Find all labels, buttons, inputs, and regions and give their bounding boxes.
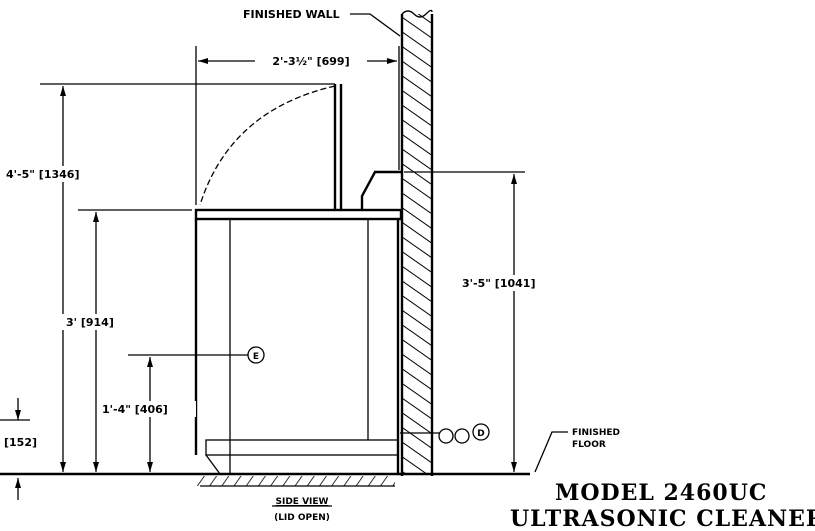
- cleaner-cabinet: [194, 84, 440, 475]
- callout-e: E: [253, 352, 259, 362]
- height-back-text: 3'-5" [1041]: [462, 277, 535, 290]
- title-block: MODEL 2460UC ULTRASONIC CLEANER: [510, 480, 815, 531]
- height-counter-text: 3' [914]: [66, 316, 114, 329]
- height-counter-dimension: 3' [914]: [62, 209, 192, 472]
- height-connection-text: 1'-4" [406]: [102, 403, 168, 416]
- finished-wall-label: FINISHED WALL: [243, 8, 340, 21]
- leg-height-dimension: [152]: [0, 398, 37, 500]
- width-dimension-text: 2'-3½" [699]: [272, 55, 349, 68]
- height-back-dimension: 3'-5" [1041]: [404, 171, 562, 472]
- finished-floor-note: FINISHED FLOOR: [534, 428, 620, 473]
- callout-group: E D: [128, 346, 490, 444]
- height-connection-dimension: 1'-4" [406]: [98, 357, 196, 472]
- finished-wall: [400, 9, 434, 476]
- view-note: (LID OPEN): [274, 513, 330, 523]
- view-name: SIDE VIEW: [276, 497, 329, 507]
- height-lid-open-dimension: 4'-5" [1346]: [4, 83, 335, 472]
- height-lid-open-text: 4'-5" [1346]: [6, 168, 79, 181]
- finished-floor-label-1: FINISHED: [572, 428, 620, 438]
- callout-d: D: [477, 429, 484, 439]
- model-title: MODEL 2460UC: [555, 480, 767, 506]
- leg-height-text: [152]: [4, 436, 37, 449]
- product-title: ULTRASONIC CLEANER: [510, 506, 815, 531]
- finished-wall-note: FINISHED WALL: [243, 8, 401, 37]
- finished-floor-label-2: FLOOR: [572, 440, 606, 450]
- view-title: SIDE VIEW (LID OPEN): [272, 497, 332, 523]
- finished-floor: [0, 472, 530, 487]
- width-dimension: 2'-3½" [699]: [195, 46, 400, 205]
